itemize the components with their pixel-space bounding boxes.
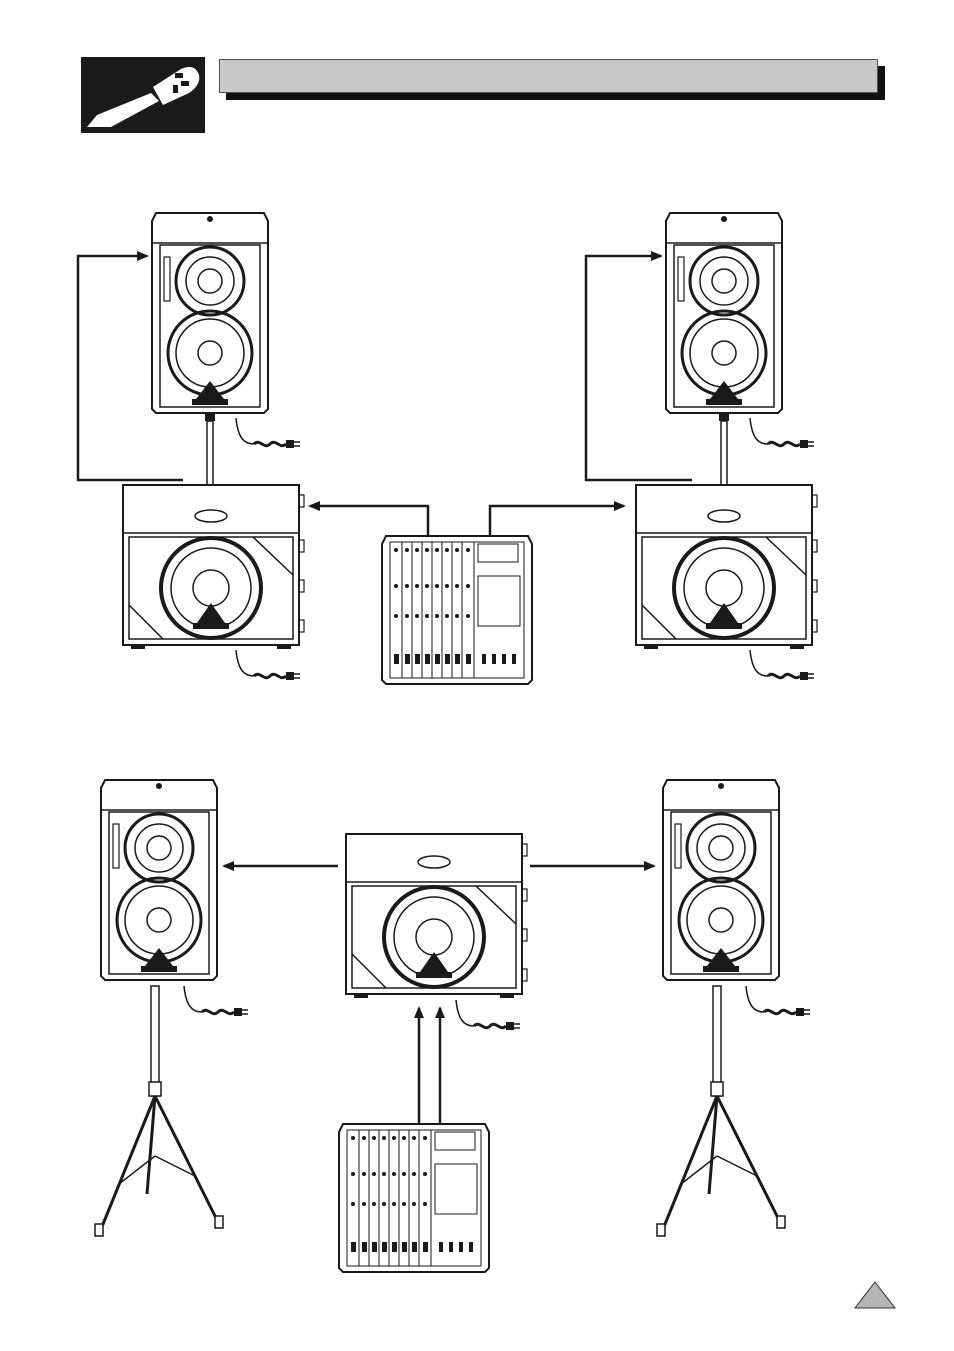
mixer-2 <box>339 1124 489 1272</box>
top-speaker-left <box>152 213 268 413</box>
power-plug-icon <box>746 986 810 1016</box>
tripod-right <box>657 986 785 1236</box>
tripod-left <box>95 986 223 1236</box>
setup-2 <box>95 780 810 1272</box>
power-plug-icon <box>750 650 814 680</box>
speaker-left-on-tripod <box>101 780 217 980</box>
cable-mixer-to-sub-left <box>310 506 428 536</box>
power-plug-icon <box>236 650 300 680</box>
top-speaker-right <box>666 213 782 413</box>
power-plug-icon <box>236 418 300 448</box>
setup-1 <box>78 213 817 684</box>
power-plug-icon <box>184 986 248 1016</box>
speaker-right-on-tripod <box>663 780 779 980</box>
power-plug-icon <box>456 1000 520 1030</box>
cable-mixer-to-sub-right <box>490 506 624 536</box>
mixer-1 <box>382 536 532 684</box>
power-plug-icon <box>750 418 814 448</box>
page-marker-triangle-icon <box>853 1280 897 1310</box>
